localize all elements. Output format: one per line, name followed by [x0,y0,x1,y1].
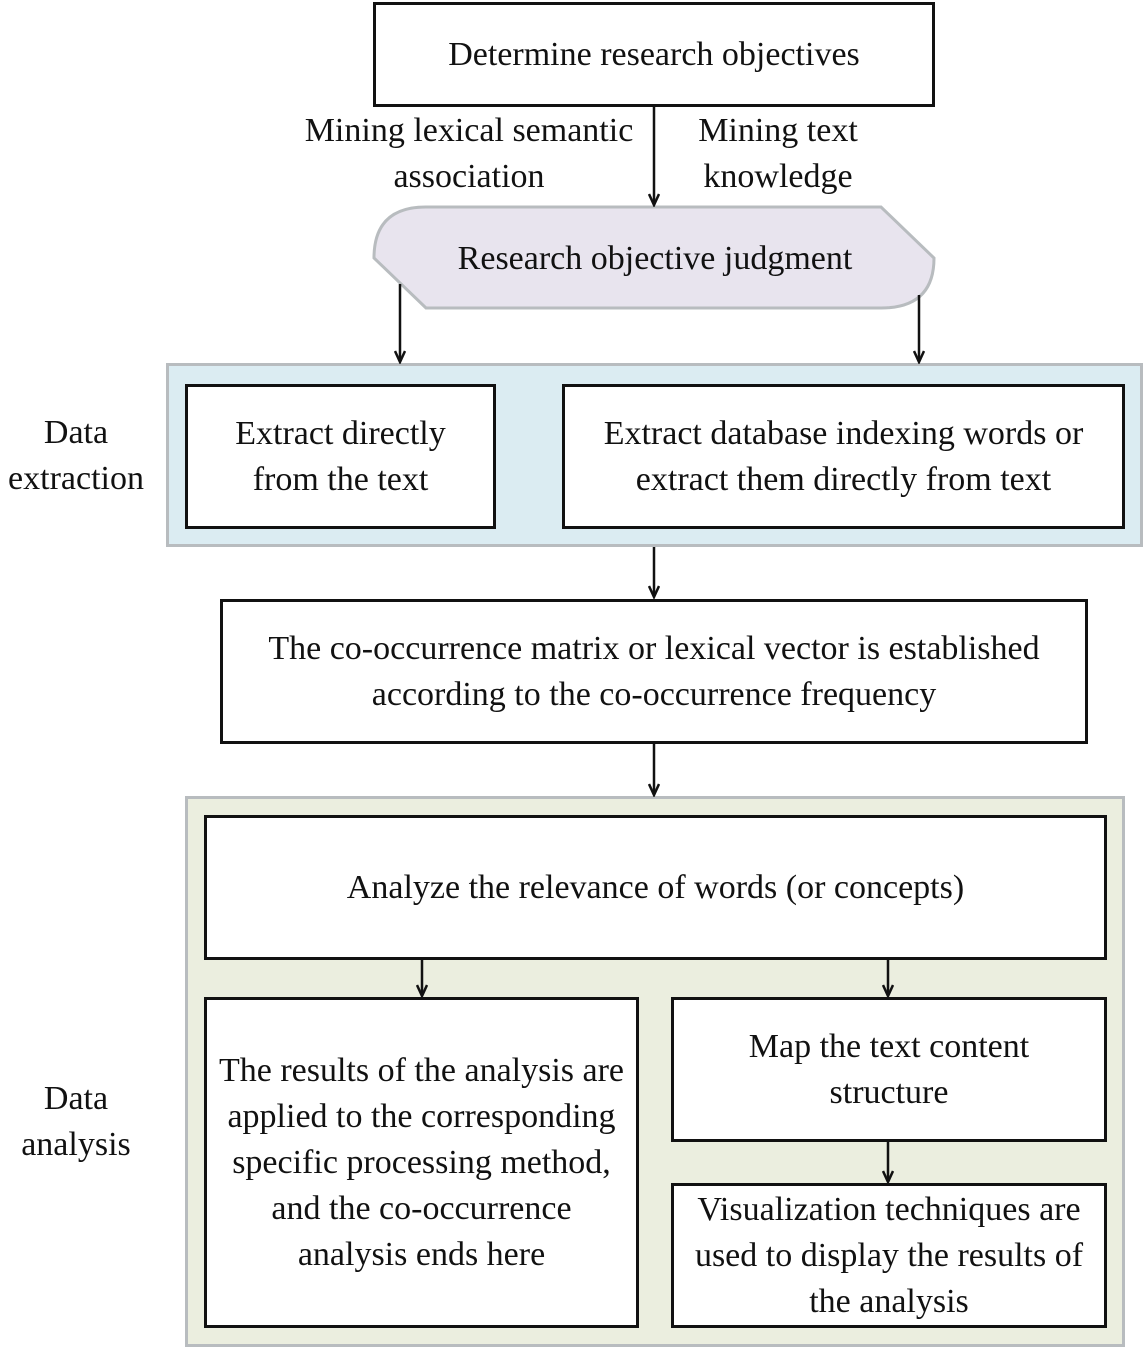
extract-text-box: Extract directly from the text [185,384,496,529]
map-structure-box: Map the text content structure [671,997,1107,1142]
edge-label-knowledge: Mining text knowledge [698,112,858,195]
determine-objectives-text: Determine research objectives [448,35,860,73]
results-applied-box: The results of the analysis are applied … [204,997,639,1328]
matrix-box: The co-occurrence matrix or lexical vect… [220,599,1088,744]
visualization-box: Visualization techniques are used to dis… [671,1183,1107,1328]
relevance-box: Analyze the relevance of words (or conce… [204,815,1107,960]
judgment-label: Research objective judgment [457,240,853,277]
determine-objectives-box: Determine research objectives [373,2,935,107]
edge-label-lexical: Mining lexical semantic association [304,112,634,195]
stage-label-analysis: Data analysis [21,1080,131,1163]
stage-label-extraction: Data extraction [8,414,144,497]
judgment-hexagon [372,205,936,310]
extract-db-box: Extract database indexing words or extra… [562,384,1125,529]
